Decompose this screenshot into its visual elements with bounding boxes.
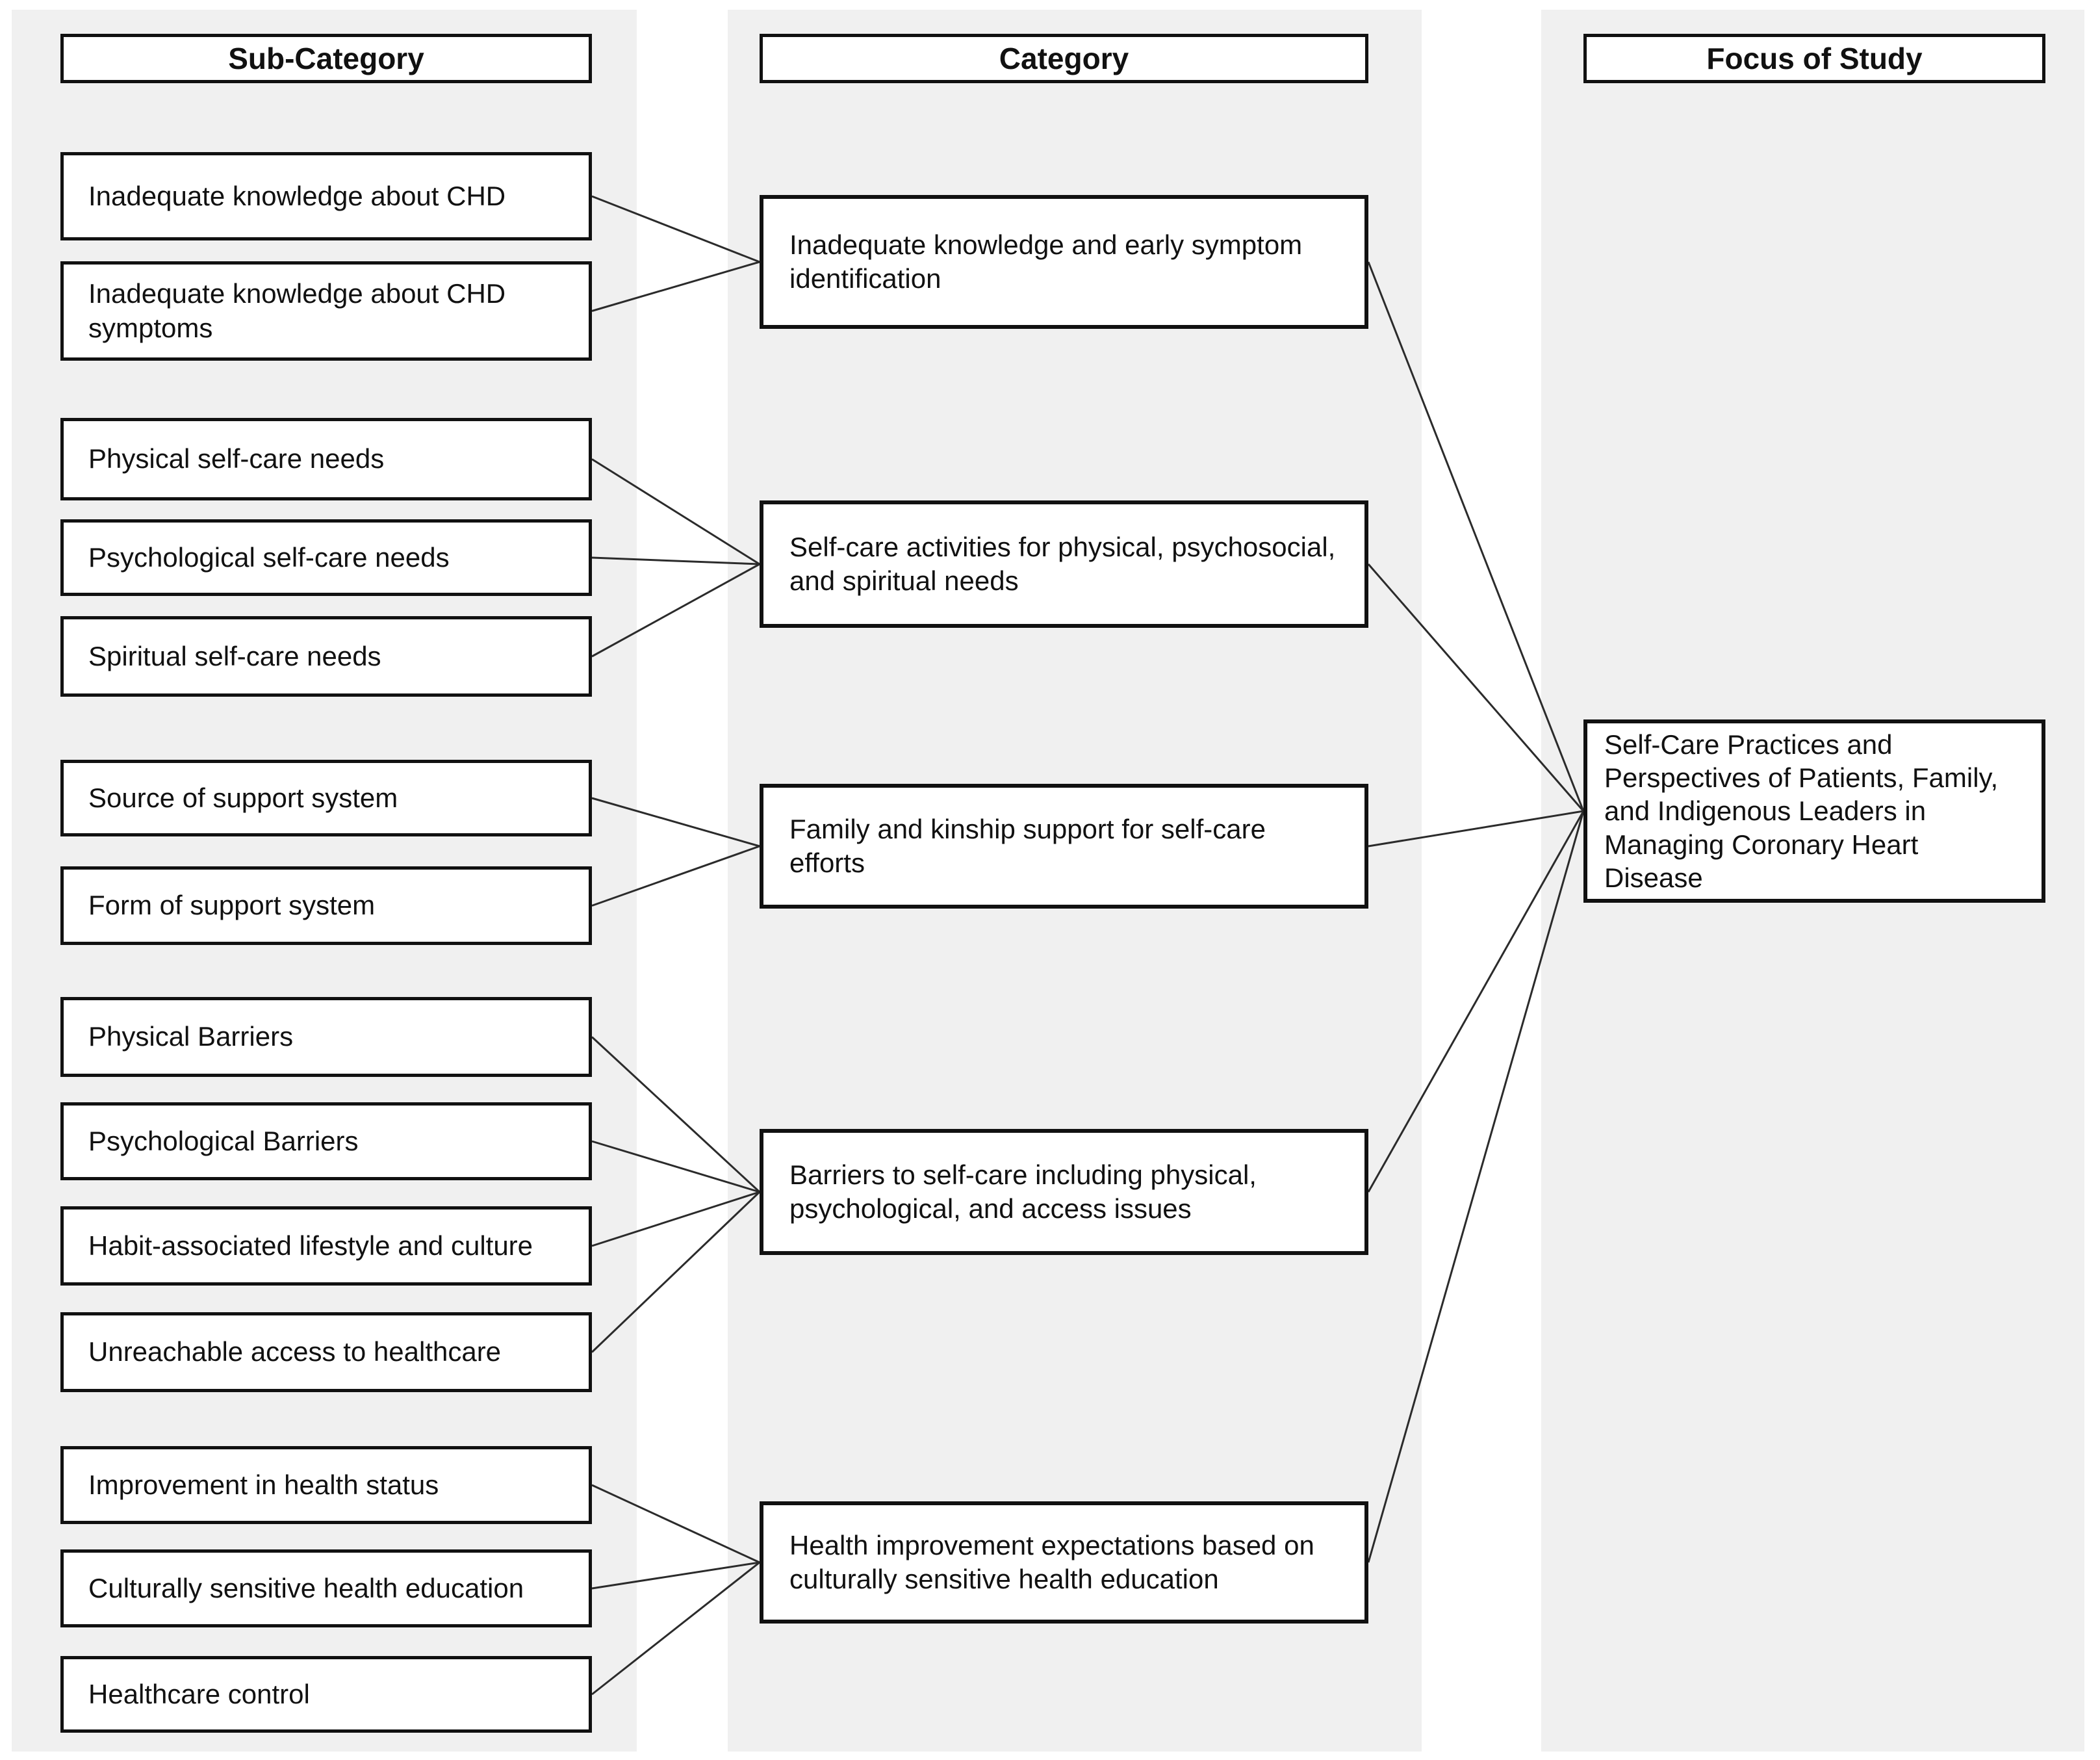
connector-line [591, 458, 760, 565]
column-header-focus-of-study: Focus of Study [1583, 34, 2045, 83]
column-header-label: Focus of Study [1706, 42, 1923, 75]
category-box: Family and kinship support for self-care… [760, 784, 1368, 909]
connector-line [591, 797, 760, 848]
connector-line [1367, 810, 1585, 1563]
focus-box: Self-Care Practices and Perspectives of … [1583, 719, 2045, 903]
sub-category-box: Inadequate knowledge about CHD symptoms [60, 261, 592, 361]
sub-category-box: Improvement in health status [60, 1446, 592, 1524]
category-box: Health improvement expectations based on… [760, 1501, 1368, 1624]
connector-line [591, 1191, 760, 1247]
connector-line [591, 1561, 760, 1590]
sub-category-box: Form of support system [60, 866, 592, 945]
connector-line [591, 195, 760, 263]
sub-category-box: Physical Barriers [60, 997, 592, 1077]
connector-line [1367, 563, 1585, 812]
category-box: Inadequate knowledge and early symptom i… [760, 195, 1368, 329]
connector-line [591, 556, 760, 565]
column-header-label: Category [999, 42, 1129, 75]
connector-line [1368, 810, 1584, 848]
connector-line [591, 261, 760, 312]
category-box: Self-care activities for physical, psych… [760, 500, 1368, 628]
connector-line [591, 1561, 760, 1696]
sub-category-box: Psychological Barriers [60, 1102, 592, 1180]
column-header-sub-category: Sub-Category [60, 34, 592, 83]
sub-category-box: Inadequate knowledge about CHD [60, 152, 592, 240]
connector-line [591, 1484, 760, 1564]
sub-category-box: Culturally sensitive health education [60, 1549, 592, 1627]
sub-category-box: Unreachable access to healthcare [60, 1312, 592, 1392]
category-box: Barriers to self-care including physical… [760, 1129, 1368, 1255]
sub-category-box: Source of support system [60, 760, 592, 836]
connector-line [591, 563, 760, 658]
connector-line [1367, 810, 1585, 1193]
connector-line [591, 1140, 760, 1193]
connector-line [591, 1191, 761, 1353]
sub-category-box: Healthcare control [60, 1656, 592, 1733]
column-header-category: Category [760, 34, 1368, 83]
sub-category-box: Physical self-care needs [60, 418, 592, 500]
connector-line [591, 1036, 761, 1193]
sub-category-box: Psychological self-care needs [60, 519, 592, 596]
column-header-label: Sub-Category [228, 42, 424, 75]
sub-category-box: Habit-associated lifestyle and culture [60, 1206, 592, 1286]
connector-line [591, 845, 760, 907]
sub-category-box: Spiritual self-care needs [60, 616, 592, 697]
connector-line [1367, 261, 1585, 812]
